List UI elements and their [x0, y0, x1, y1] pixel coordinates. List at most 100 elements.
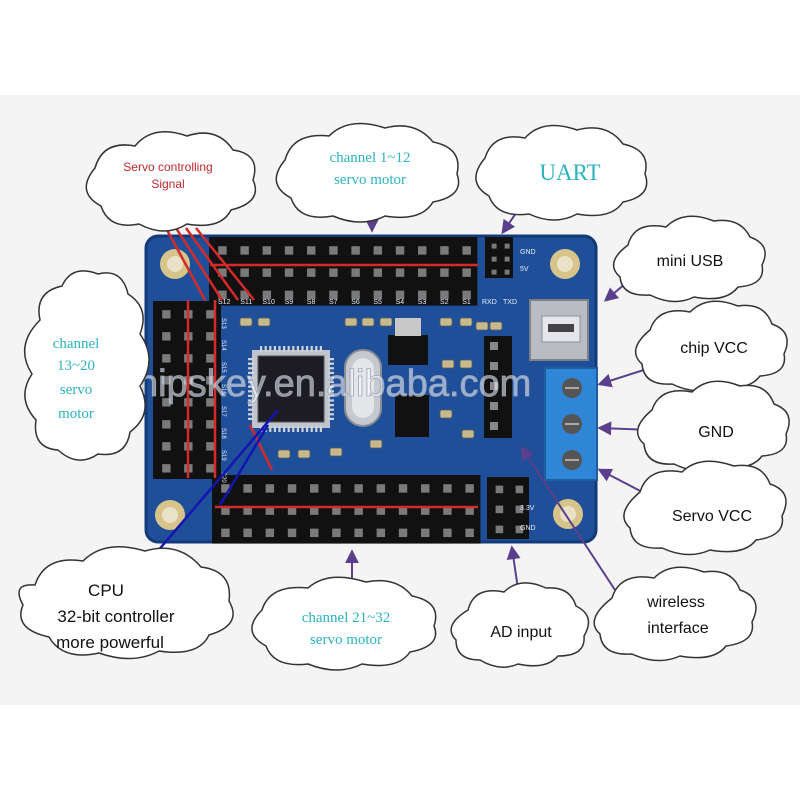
callout-cpu: CPU 32-bit controller more powerful: [18, 546, 234, 660]
header-pin: [206, 354, 215, 363]
voltage-regulator: [388, 318, 428, 365]
header-pin: [398, 528, 408, 538]
header-pin: [284, 290, 294, 300]
header-pin: [443, 484, 452, 493]
header-pin: [162, 442, 171, 451]
channel-13-20-line4: motor: [58, 406, 94, 422]
header-pin: [162, 376, 171, 385]
callout-uart: UART: [475, 124, 648, 221]
header-pin: [310, 528, 319, 538]
servo-signal-line1: Servo controlling: [123, 160, 212, 174]
ad-input-label: AD input: [490, 624, 552, 641]
header-pin: [162, 332, 171, 341]
servo-signal-line2: Signal: [151, 177, 184, 191]
header-pin: [218, 290, 227, 300]
header-pin: [307, 290, 316, 300]
header-pin: [240, 246, 249, 255]
header-pin: [373, 290, 383, 300]
bottom-header-body: [212, 475, 481, 544]
header-pin: [421, 484, 430, 493]
top-pin-label: S3: [418, 299, 427, 306]
header-pin: [418, 246, 427, 255]
top-pin-label: S6: [351, 299, 360, 306]
cpu-pins: [248, 346, 334, 432]
header-pin: [262, 290, 272, 300]
cpu-chip: [248, 346, 334, 432]
header-pin: [504, 269, 510, 275]
header-pin: [287, 484, 297, 493]
header-pin: [515, 505, 524, 514]
header-pin: [462, 246, 471, 255]
header-pin: [491, 269, 497, 275]
header-pin: [418, 290, 427, 300]
header-pin: [395, 290, 405, 300]
smd-part: [369, 439, 383, 449]
ad-side-label-3v3: 3.3V: [520, 505, 535, 512]
header-pin: [332, 506, 341, 515]
top-header-body: [209, 237, 478, 306]
header-pin: [351, 246, 360, 255]
header-pin: [515, 525, 524, 534]
left-pin-label: S13: [220, 318, 226, 329]
header-pin: [162, 420, 171, 429]
header-pin: [515, 485, 524, 494]
callout-ad-input: AD input: [450, 582, 590, 668]
smd-components: [239, 317, 503, 459]
header-pin: [221, 528, 230, 538]
smd-part: [475, 321, 489, 331]
mini-usb-label: mini USB: [657, 253, 724, 270]
header-pin: [218, 268, 227, 277]
top-pin-label: S5: [373, 299, 382, 306]
header-pin: [162, 398, 171, 407]
header-pin: [218, 246, 227, 255]
header-pin: [504, 243, 510, 249]
smd-part: [439, 409, 453, 419]
header-pin: [354, 506, 363, 515]
header-pin: [395, 268, 405, 277]
channel-13-20-line3: servo: [60, 382, 93, 398]
wireless-line1: wireless: [646, 594, 705, 611]
header-pin: [206, 464, 215, 473]
mounting-hole-bottom-left: [155, 500, 185, 530]
top-pin-label: S7: [329, 299, 338, 306]
header-pin: [329, 268, 338, 277]
header-pin: [465, 484, 474, 493]
servo-vcc-label: Servo VCC: [672, 508, 752, 525]
header-pin: [262, 246, 272, 255]
header-pin: [395, 246, 405, 255]
servo-signal-lines: [164, 227, 478, 509]
header-uart: [485, 237, 513, 278]
callout-servo-vcc: Servo VCC: [623, 460, 787, 556]
uart-pin-label-txd: TXD: [503, 299, 517, 306]
smd-part: [297, 449, 311, 459]
smd-part: [379, 317, 393, 327]
header-pin: [265, 528, 275, 538]
smd-part: [239, 317, 253, 327]
header-pin: [443, 506, 452, 515]
left-pin-label: S16: [220, 384, 226, 395]
header-pin: [221, 506, 230, 515]
header-pin: [243, 484, 252, 493]
header-pin: [329, 246, 338, 255]
left-pin-label: S18: [220, 428, 226, 439]
callout-mini-usb: mini USB: [612, 215, 766, 303]
header-pin: [332, 484, 341, 493]
header-pin: [491, 256, 497, 262]
header-pin: [206, 442, 215, 451]
header-pin: [398, 506, 408, 515]
channel-1-12-line1: channel 1~12: [329, 150, 410, 166]
header-pin: [421, 528, 430, 538]
header-pin: [265, 506, 275, 515]
crystal-oscillator: [344, 349, 382, 427]
header-pin: [162, 310, 171, 319]
header-pin: [221, 484, 230, 493]
mounting-hole-top-right: [550, 249, 580, 279]
header-pin: [376, 528, 386, 538]
header-pin: [418, 268, 427, 277]
header-pin: [262, 268, 272, 277]
header-pin: [206, 310, 215, 319]
callout-channel-1-12: channel 1~12 servo motor: [275, 122, 460, 223]
uart-side-label-5v: 5V: [520, 266, 529, 273]
